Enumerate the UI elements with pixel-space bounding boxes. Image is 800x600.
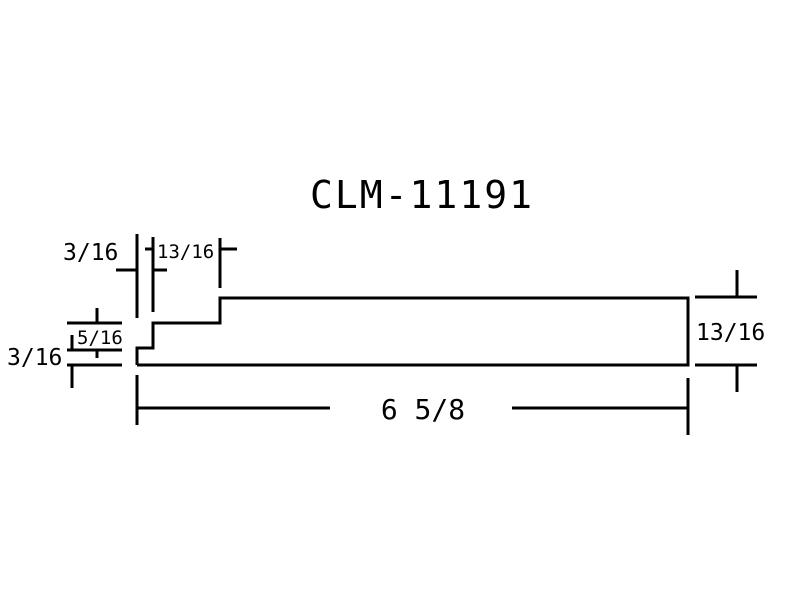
dim-left-step: 5/16 [77,327,123,349]
left-dimensions: 5/16 3/16 [7,308,139,388]
top-dimensions: 3/16 13/16 [63,234,237,318]
dim-overall-width: 6 5/8 [381,393,465,426]
dim-left-bottom: 3/16 [7,345,62,371]
dim-top-step: 13/16 [157,241,214,263]
drawing-title: CLM-11191 [310,173,534,217]
molding-profile [135,296,690,367]
bottom-dimension: 6 5/8 [135,378,690,435]
right-dimensions: 13/16 [695,270,765,392]
dim-right-thickness: 13/16 [696,320,765,346]
dim-top-left: 3/16 [63,240,118,266]
